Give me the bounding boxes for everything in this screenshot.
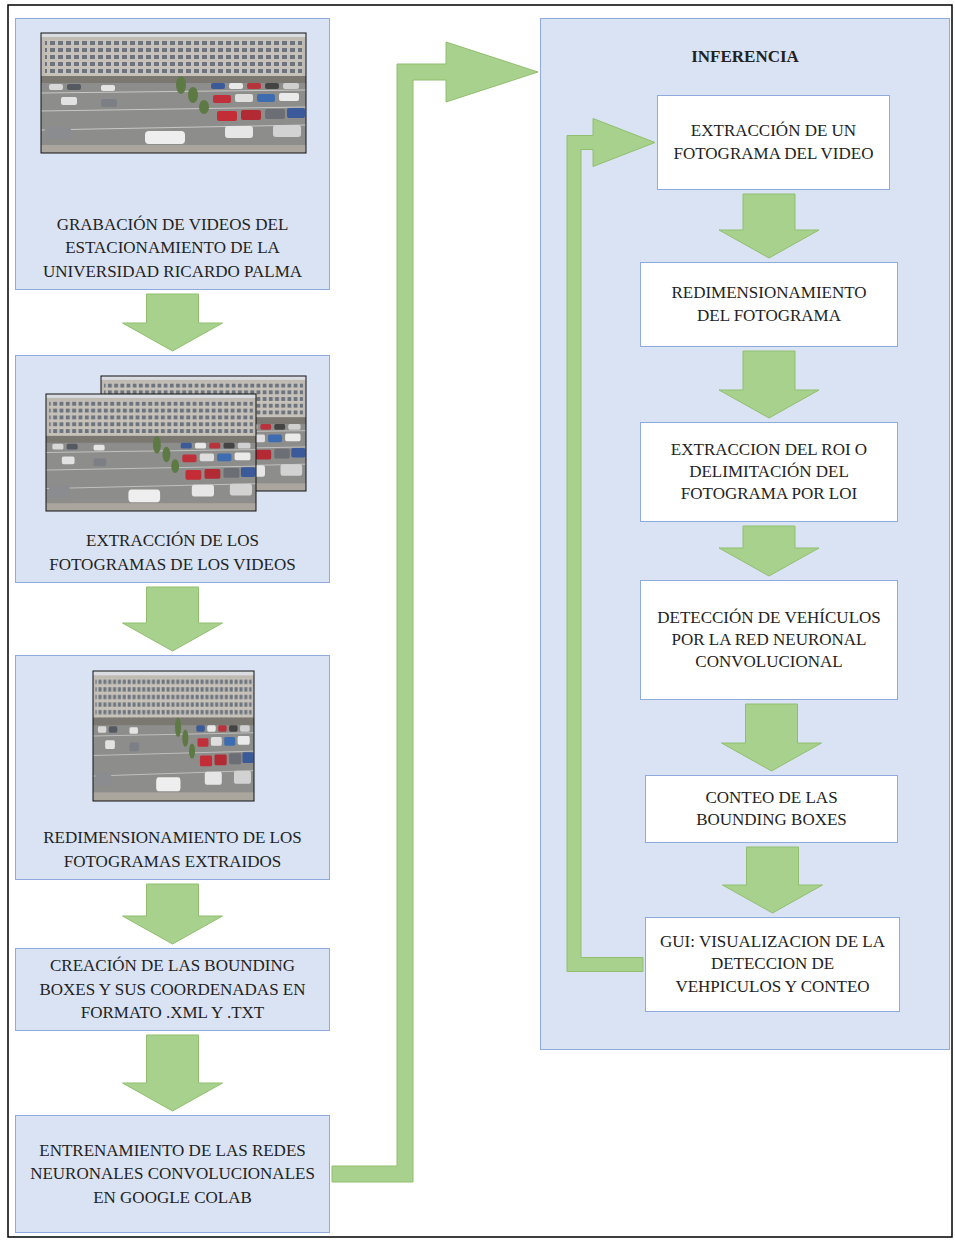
- down-block-arrow: [123, 587, 223, 651]
- photo-border: [93, 671, 254, 801]
- box-label: ENTRENAMIENTO DE LAS REDES NEURONALES CO…: [26, 1139, 319, 1209]
- process-box: CONTEO DE LAS BOUNDING BOXES: [645, 775, 898, 843]
- parking-photo: [16, 19, 329, 155]
- box-label: REDIMENSIONAMIENTO DEL FOTOGRAMA: [653, 282, 885, 326]
- process-box: EXTRACCION DEL ROI O DELIMITACIÓN DEL FO…: [640, 422, 898, 522]
- process-box: REDIMENSIONAMIENTO DE LOS FOTOGRAMAS EXT…: [15, 655, 330, 880]
- down-block-arrow: [123, 884, 223, 944]
- photo-border: [41, 33, 306, 153]
- box-label: CREACIÓN DE LAS BOUNDING BOXES Y SUS COO…: [26, 954, 319, 1024]
- down-block-arrow: [123, 1035, 223, 1111]
- box-label: GUI: VISUALIZACION DE LA DETECCION DE VE…: [658, 931, 887, 997]
- box-label: GRABACIÓN DE VIDEOS DEL ESTACIONAMIENTO …: [26, 213, 319, 283]
- panel-title: INFERENCIA: [541, 45, 949, 68]
- elbow-block-arrow: [332, 42, 538, 1182]
- box-label: EXTRACCION DEL ROI O DELIMITACIÓN DEL FO…: [653, 439, 885, 505]
- down-block-arrow: [123, 294, 223, 351]
- process-box: REDIMENSIONAMIENTO DEL FOTOGRAMA: [640, 262, 898, 347]
- photo-border: [46, 394, 256, 511]
- process-box: ENTRENAMIENTO DE LAS REDES NEURONALES CO…: [15, 1115, 330, 1233]
- box-label: CONTEO DE LAS BOUNDING BOXES: [658, 787, 885, 831]
- parking-photo: [16, 656, 329, 804]
- box-label: DETECCIÓN DE VEHÍCULOS POR LA RED NEURON…: [653, 607, 885, 673]
- process-box: GUI: VISUALIZACION DE LA DETECCION DE VE…: [645, 917, 900, 1012]
- process-box: CREACIÓN DE LAS BOUNDING BOXES Y SUS COO…: [15, 948, 330, 1031]
- frame-border: [8, 5, 952, 1237]
- parking-image: [46, 394, 256, 511]
- parking-image: [93, 671, 254, 801]
- box-label: EXTRACCIÓN DE UN FOTOGRAMA DEL VIDEO: [670, 120, 877, 164]
- parking-photo-stack: [16, 356, 329, 514]
- process-box: DETECCIÓN DE VEHÍCULOS POR LA RED NEURON…: [640, 580, 898, 700]
- process-box: EXTRACCIÓN DE LOS FOTOGRAMAS DE LOS VIDE…: [15, 355, 330, 583]
- box-label: EXTRACCIÓN DE LOS FOTOGRAMAS DE LOS VIDE…: [26, 529, 319, 576]
- process-box: GRABACIÓN DE VIDEOS DEL ESTACIONAMIENTO …: [15, 18, 330, 290]
- parking-image: [41, 33, 306, 153]
- process-box: EXTRACCIÓN DE UN FOTOGRAMA DEL VIDEO: [657, 95, 890, 190]
- box-label: REDIMENSIONAMIENTO DE LOS FOTOGRAMAS EXT…: [26, 826, 319, 873]
